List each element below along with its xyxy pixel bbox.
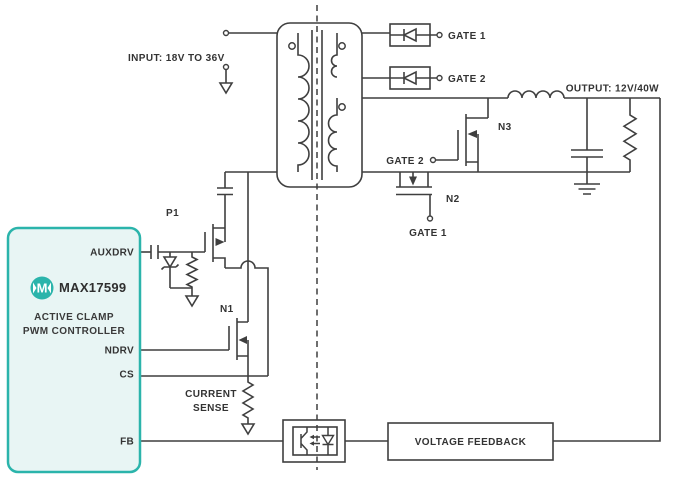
network-bottom-wire	[170, 287, 193, 296]
gate1-diode-icon	[402, 27, 417, 43]
output-inductor	[507, 90, 565, 99]
n1-drain-wire	[237, 172, 249, 323]
secondary-winding-2	[327, 98, 338, 172]
secondary-winding-1	[330, 33, 338, 78]
current-sense-label-line1: CURRENT	[185, 389, 237, 400]
controller-description-line2: PWM CONTROLLER	[23, 326, 126, 337]
n3-gate-drive-label: GATE 2	[386, 156, 424, 167]
input-positive-terminal	[222, 29, 230, 37]
gate1-rectifier: GATE 1	[389, 23, 486, 47]
p1-drain-source-stubs	[213, 227, 226, 268]
n1-source-bus	[237, 340, 249, 376]
voltage-feedback: VOLTAGE FEEDBACK	[387, 422, 554, 461]
n3-source-bus	[466, 134, 479, 172]
gate1-terminal-label: GATE 1	[448, 31, 486, 42]
pin-label-fb: FB	[120, 437, 134, 448]
primary-phase-dot	[288, 42, 296, 50]
controller-description-line1: ACTIVE CLAMP	[34, 312, 114, 323]
mosfet-n1: N1	[220, 172, 249, 376]
output-filter: OUTPUT: 12V/40W	[507, 84, 659, 195]
clamp-capacitor	[217, 172, 233, 228]
current-sense: CURRENT SENSE	[185, 376, 256, 436]
auxdrv-network	[150, 245, 200, 308]
secondary1-phase-dot	[338, 42, 346, 50]
pin-label-auxdrv: AUXDRV	[90, 248, 134, 259]
gate2-rectifier: GATE 2	[389, 66, 486, 90]
n2-body-arrow-icon	[409, 176, 417, 186]
p1-drain-hop-wire	[225, 260, 269, 376]
n1-label: N1	[220, 304, 234, 315]
gate2-diode-icon	[402, 70, 417, 86]
sense-ground-icon	[240, 423, 256, 436]
n3-gate-terminal	[429, 156, 437, 164]
n2-gate-drive-label: GATE 1	[409, 228, 447, 239]
gate2-terminal	[436, 74, 443, 82]
input-return-terminal	[222, 63, 230, 71]
transformer-outline	[276, 22, 363, 188]
opto-light-arrow-icon-1	[309, 434, 314, 440]
maxim-logo-right-wedge	[47, 282, 51, 294]
input-ground-icon	[218, 82, 234, 95]
mosfet-n2: GATE 1 N2	[396, 172, 460, 239]
pwm-controller: M MAX17599 ACTIVE CLAMP PWM CONTROLLER A…	[6, 226, 142, 474]
p1-label: P1	[166, 208, 179, 219]
voltage-feedback-box	[387, 422, 554, 461]
gate1-terminal	[436, 31, 443, 39]
output-earth-ground-icon	[574, 172, 600, 195]
n3-label: N3	[498, 122, 512, 133]
maxim-logo	[30, 276, 54, 300]
n2-label: N2	[446, 194, 460, 205]
n1-body-arrow-icon	[238, 336, 247, 344]
coupling-capacitor	[150, 245, 159, 259]
input-source: INPUT: 18V TO 36V	[128, 29, 234, 95]
zener-diode-icon	[162, 256, 178, 269]
secondary2-phase-dot	[338, 103, 346, 111]
auxdrv-ground-icon	[184, 295, 200, 308]
optocoupler	[282, 419, 346, 463]
part-number: MAX17599	[59, 280, 126, 295]
n2-stubs	[399, 172, 429, 187]
p1-body-arrow-icon	[215, 238, 225, 246]
pin-label-cs: CS	[120, 370, 135, 381]
opto-phototransistor	[300, 427, 308, 455]
voltage-feedback-label: VOLTAGE FEEDBACK	[415, 437, 527, 448]
pin-label-ndrv: NDRV	[105, 346, 134, 357]
current-sense-label-line2: SENSE	[193, 403, 229, 414]
bias-resistor	[185, 252, 199, 288]
opto-led-icon	[321, 434, 335, 446]
maxim-logo-left-wedge	[33, 282, 37, 294]
primary-winding	[297, 33, 310, 172]
mosfet-n3: GATE 2 N3	[386, 98, 511, 172]
transformer	[276, 22, 363, 188]
feedback-right-wire	[553, 98, 661, 442]
output-label: OUTPUT: 12V/40W	[566, 84, 659, 95]
gate2-terminal-label: GATE 2	[448, 74, 486, 85]
output-capacitor	[571, 98, 603, 172]
n3-drain-wire	[466, 98, 489, 119]
sense-resistor	[241, 376, 255, 424]
active-clamp: P1	[166, 172, 269, 376]
n2-gate-terminal	[426, 215, 434, 222]
n3-body-arrow-icon	[467, 130, 477, 138]
maxim-logo-letter: M	[37, 281, 48, 296]
input-label: INPUT: 18V TO 36V	[128, 53, 225, 64]
load-resistor	[622, 98, 638, 172]
opto-light-arrow-icon-2	[309, 441, 314, 446]
